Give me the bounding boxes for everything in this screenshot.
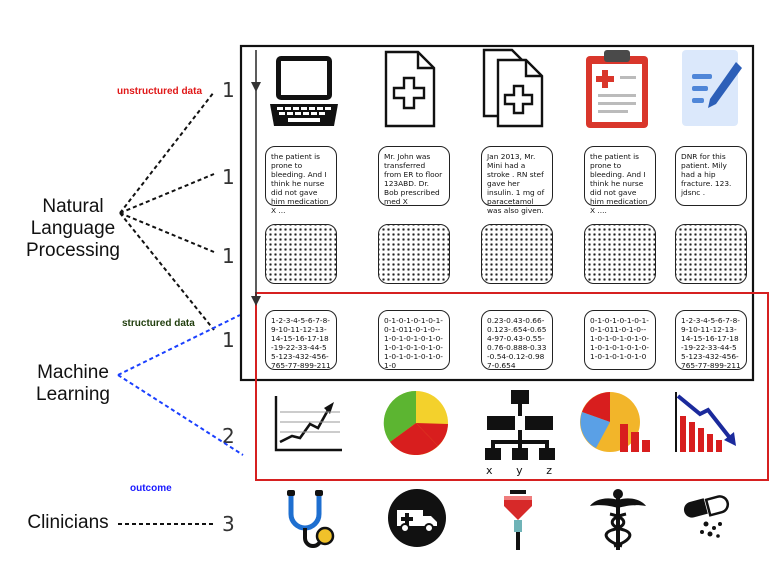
nlp-line-4: [119, 212, 215, 331]
ml-line-1: [117, 314, 241, 376]
vector-card-1: 1-2-3-4-5-6-7-8-9-10-11-12-13-14-15-16-1…: [265, 310, 337, 370]
stage-number-1d: 1: [222, 328, 235, 352]
ml-box: [255, 292, 769, 481]
clinicians-label: Clinicians: [27, 512, 109, 533]
nlp-line-1: [119, 91, 215, 214]
line-chart-icon: [274, 396, 342, 452]
ml-line-2: [117, 374, 244, 456]
y-label: y: [516, 464, 523, 477]
vector-card-5: 1-2-3-4-5-6-7-8-9-10-11-12-13-14-15-16-1…: [675, 310, 747, 370]
token-grid-2: [378, 224, 450, 284]
pills-icon: [683, 495, 729, 538]
token-grid-5: [675, 224, 747, 284]
note-card-3: Jan 2013, Mr. Mini had a stroke . RN ste…: [481, 146, 553, 215]
note-card-2: Mr. John was transferred from ER to floo…: [378, 146, 450, 206]
stage-number-3: 3: [222, 512, 235, 536]
token-grid-1: [265, 224, 337, 284]
vector-card-2: 0-1-0-1-0-1-0-1-0-1-011-0-1-0--1-0-1-0-1…: [378, 310, 450, 370]
stage-number-1a: 1: [222, 78, 235, 102]
tree-diagram-icon: [485, 390, 555, 460]
nlp-line-3: [119, 212, 215, 253]
declining-chart-icon: [675, 392, 736, 452]
ml-label: Machine Learning: [36, 362, 110, 405]
vector-card-4: 0-1-0-1-0-1-0-1-0-1-011-0-1-0--1-0-1-0-1…: [584, 310, 656, 370]
iv-drip-icon: [504, 490, 532, 550]
note-card-5: DNR for this patient. Mily had a hip fra…: [675, 146, 747, 206]
token-grid-4: [584, 224, 656, 284]
pie-bar-chart-icon: [580, 392, 650, 452]
caduceus-icon: [590, 489, 646, 550]
stage-number-2: 2: [222, 424, 235, 448]
outcome-label: outcome: [130, 483, 172, 494]
unstructured-data-label: unstructured data: [117, 86, 203, 97]
note-card-1: the patient is prone to bleeding. And I …: [265, 146, 337, 215]
laptop-icon: [270, 56, 338, 126]
medical-clipboard-icon: [586, 50, 648, 128]
x-label: x: [486, 464, 493, 477]
nlp-box: [239, 44, 755, 382]
note-pen-icon: [682, 50, 742, 126]
pie-chart-icon: [383, 390, 448, 456]
z-label: z: [546, 464, 552, 477]
stethoscope-icon: [287, 490, 335, 548]
vector-card-3: 0.23-0.43-0.66-0.123-.654-0.654-97-0.43-…: [481, 310, 553, 370]
medical-documents-icon: [482, 48, 544, 128]
flow-arrow-head-2: [251, 296, 261, 306]
nlp-label: Natural Language Processing: [26, 196, 120, 261]
flow-arrow-head-1: [251, 82, 261, 92]
stage-number-1c: 1: [222, 244, 235, 268]
ambulance-icon: [388, 489, 446, 547]
note-card-4: the patient is prone to bleeding. And I …: [584, 146, 656, 215]
stage-number-1b: 1: [222, 165, 235, 189]
medical-document-icon: [384, 50, 436, 128]
structured-data-label: structured data: [122, 318, 195, 329]
token-grid-3: [481, 224, 553, 284]
xyz-labels: x y z: [486, 464, 552, 477]
nlp-line-2: [119, 173, 215, 214]
